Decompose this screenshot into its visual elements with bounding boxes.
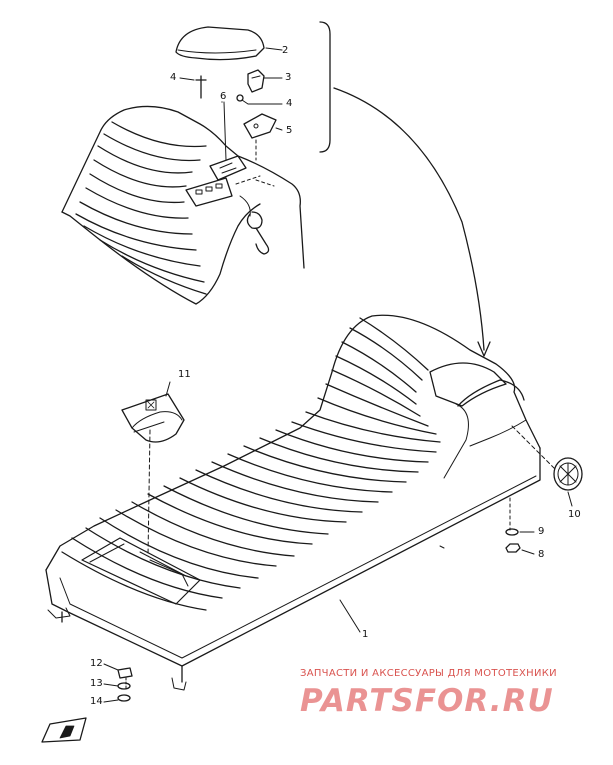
callout-11: 11	[178, 369, 191, 380]
callout-1: 1	[362, 629, 369, 640]
part-13-washer	[103, 682, 131, 690]
part-4-pin-right	[236, 94, 283, 105]
part-1-seat	[45, 314, 557, 691]
part-14-washer	[103, 694, 131, 703]
part-11-buckle	[121, 381, 185, 443]
callout-14: 14	[90, 696, 103, 707]
callout-4-right: 4	[286, 98, 293, 109]
watermark-caption: ЗАПЧАСТИ И АКСЕССУАРЫ ДЛЯ МОТОТЕХНИКИ	[300, 668, 557, 679]
part-9-washer	[505, 528, 535, 536]
part-2-pad	[175, 26, 283, 61]
callout-13: 13	[90, 678, 103, 689]
callout-3: 3	[285, 72, 292, 83]
callout-4-left: 4	[170, 72, 177, 83]
callout-12: 12	[90, 658, 103, 669]
logo-tag	[41, 717, 87, 743]
part-5-bracket	[243, 113, 283, 161]
callout-9: 9	[538, 526, 545, 537]
callout-10: 10	[568, 509, 581, 520]
callout-2: 2	[282, 45, 289, 56]
callout-6: 6	[220, 91, 227, 102]
inset-seat-detail	[61, 105, 305, 305]
part-3-clip	[247, 69, 283, 93]
part-4-pin-left	[179, 75, 207, 99]
part-10-grommet	[553, 457, 583, 507]
watermark-logo: PARTSFOR.RU	[300, 683, 554, 719]
callout-8: 8	[538, 549, 545, 560]
part-8-nut	[505, 543, 535, 555]
callout-5: 5	[286, 125, 293, 136]
detail-reference-arrow	[319, 21, 491, 357]
leader-6	[223, 101, 227, 161]
